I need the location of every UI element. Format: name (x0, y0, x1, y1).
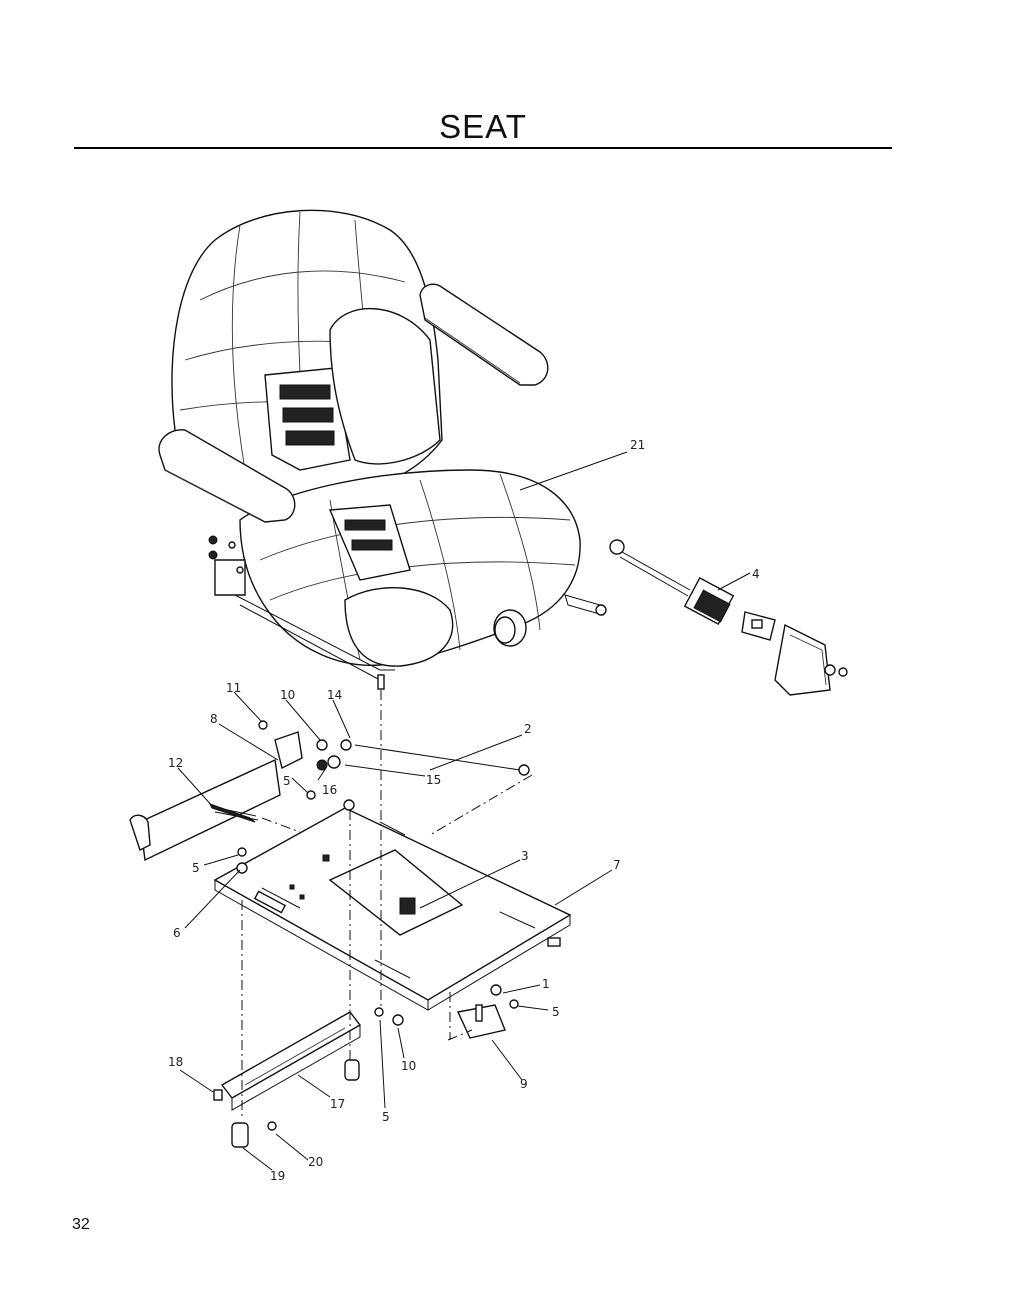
callout-5-right: 5 (552, 1005, 560, 1019)
seat-switch-bracket (129, 720, 303, 862)
callout-8: 8 (210, 712, 218, 726)
seat-plate (213, 807, 572, 1011)
callout-21: 21 (630, 438, 645, 452)
callout-5-left: 5 (192, 861, 200, 875)
callout-9: 9 (520, 1077, 528, 1091)
callout-3: 3 (521, 849, 529, 863)
seat-assembly (158, 209, 607, 690)
callout-12: 12 (168, 756, 183, 770)
centerlines (241, 690, 533, 1120)
title-rule (74, 147, 892, 149)
callout-6: 6 (173, 926, 181, 940)
callout-5-bottom: 5 (382, 1110, 390, 1124)
callout-16: 16 (322, 783, 337, 797)
callout-10-top: 10 (280, 688, 295, 702)
callout-18: 17 (330, 1097, 345, 1111)
callout-17: 19 (270, 1169, 285, 1183)
callout-5-upper: 5 (283, 774, 291, 788)
page-title: SEAT (439, 108, 527, 145)
callout-4: 4 (752, 567, 760, 581)
callout-15: 15 (426, 773, 441, 787)
callout-10-bottom: 10 (401, 1059, 416, 1073)
rear-bracket (456, 984, 519, 1039)
callout-14: 14 (327, 688, 342, 702)
callout-11: 11 (226, 681, 241, 695)
leader-lines (177, 451, 751, 1171)
callout-19: 18 (168, 1055, 183, 1069)
seat-belt-assembly (609, 539, 848, 696)
seat-slide-rail (213, 1011, 362, 1148)
callout-1: 1 (542, 977, 550, 991)
callout-2: 2 (524, 722, 532, 736)
callout-7: 7 (613, 858, 621, 872)
callout-20: 20 (308, 1155, 323, 1169)
page-number: 32 (72, 1216, 90, 1233)
callout-labels: 21 4 11 10 14 8 2 12 5 16 15 5 6 3 7 1 5… (168, 438, 760, 1183)
